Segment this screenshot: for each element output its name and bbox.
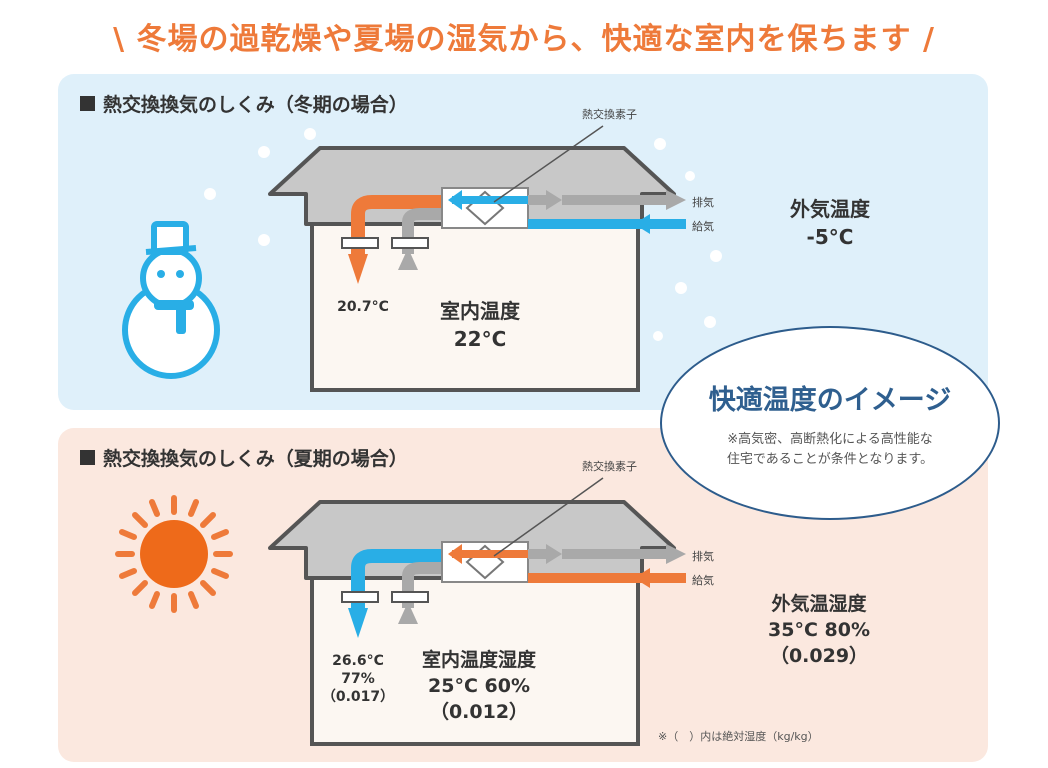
winter-indoor-title: 室内温度 bbox=[440, 299, 520, 323]
summer-panel-title: 熱交換換気のしくみ（夏期の場合） bbox=[80, 444, 408, 471]
winter-ventilation-diagram bbox=[122, 125, 722, 392]
callout-title: 快適温度のイメージ bbox=[708, 385, 952, 416]
sun-icon bbox=[115, 495, 233, 613]
callout-note-line1: ※高気密、高断熱化による高性能な bbox=[727, 432, 933, 447]
snowflake-dot-icon bbox=[204, 128, 722, 341]
winter-exhaust-label: 排気 bbox=[692, 196, 714, 209]
summer-outdoor-value: 35°C 80% bbox=[768, 619, 870, 641]
summer-element-label: 熱交換素子 bbox=[582, 460, 637, 473]
comfort-callout: 快適温度のイメージ ※高気密、高断熱化による高性能な 住宅であることが条件となり… bbox=[660, 326, 1000, 520]
summer-supply-abs: （0.017） bbox=[321, 689, 395, 705]
winter-supply-temp: 20.7°C bbox=[337, 299, 389, 315]
summer-panel: 熱交換換気のしくみ（夏期の場合） bbox=[58, 428, 988, 762]
summer-supply-label: 給気 bbox=[692, 574, 714, 587]
winter-element-label: 熱交換素子 bbox=[582, 108, 637, 121]
winter-outdoor-title: 外気温度 bbox=[790, 197, 870, 221]
square-bullet-icon bbox=[80, 450, 95, 465]
summer-indoor-value: 25°C 60% bbox=[428, 675, 530, 697]
summer-indoor-title: 室内温度湿度 bbox=[421, 649, 536, 671]
summer-ventilation-diagram bbox=[115, 477, 686, 746]
summer-supply-temp: 26.6°C bbox=[332, 653, 384, 669]
summer-outdoor-title: 外気温湿度 bbox=[771, 593, 867, 615]
summer-indoor-abs: （0.012） bbox=[429, 701, 529, 723]
callout-note: ※高気密、高断熱化による高性能な 住宅であることが条件となります。 bbox=[662, 430, 998, 470]
winter-outdoor-temp: -5°C bbox=[806, 225, 854, 249]
summer-footnote: ※（ ）内は絶対湿度（kg/kg） bbox=[658, 730, 819, 743]
winter-panel-title: 熱交換換気のしくみ（冬期の場合） bbox=[80, 90, 408, 117]
square-bullet-icon bbox=[80, 96, 95, 111]
callout-note-line2: 住宅であることが条件となります。 bbox=[726, 452, 934, 467]
winter-panel: 熱交換換気のしくみ（冬期の場合） bbox=[58, 74, 988, 410]
summer-exhaust-label: 排気 bbox=[692, 550, 714, 563]
summer-supply-humidity: 77% bbox=[341, 671, 375, 687]
winter-supply-label: 給気 bbox=[692, 220, 714, 233]
winter-indoor-temp: 22°C bbox=[453, 327, 507, 351]
page-headline: \ 冬場の過乾燥や夏場の湿気から、快適な室内を保ちます / bbox=[113, 22, 935, 57]
summer-outdoor-abs: （0.029） bbox=[769, 645, 869, 667]
